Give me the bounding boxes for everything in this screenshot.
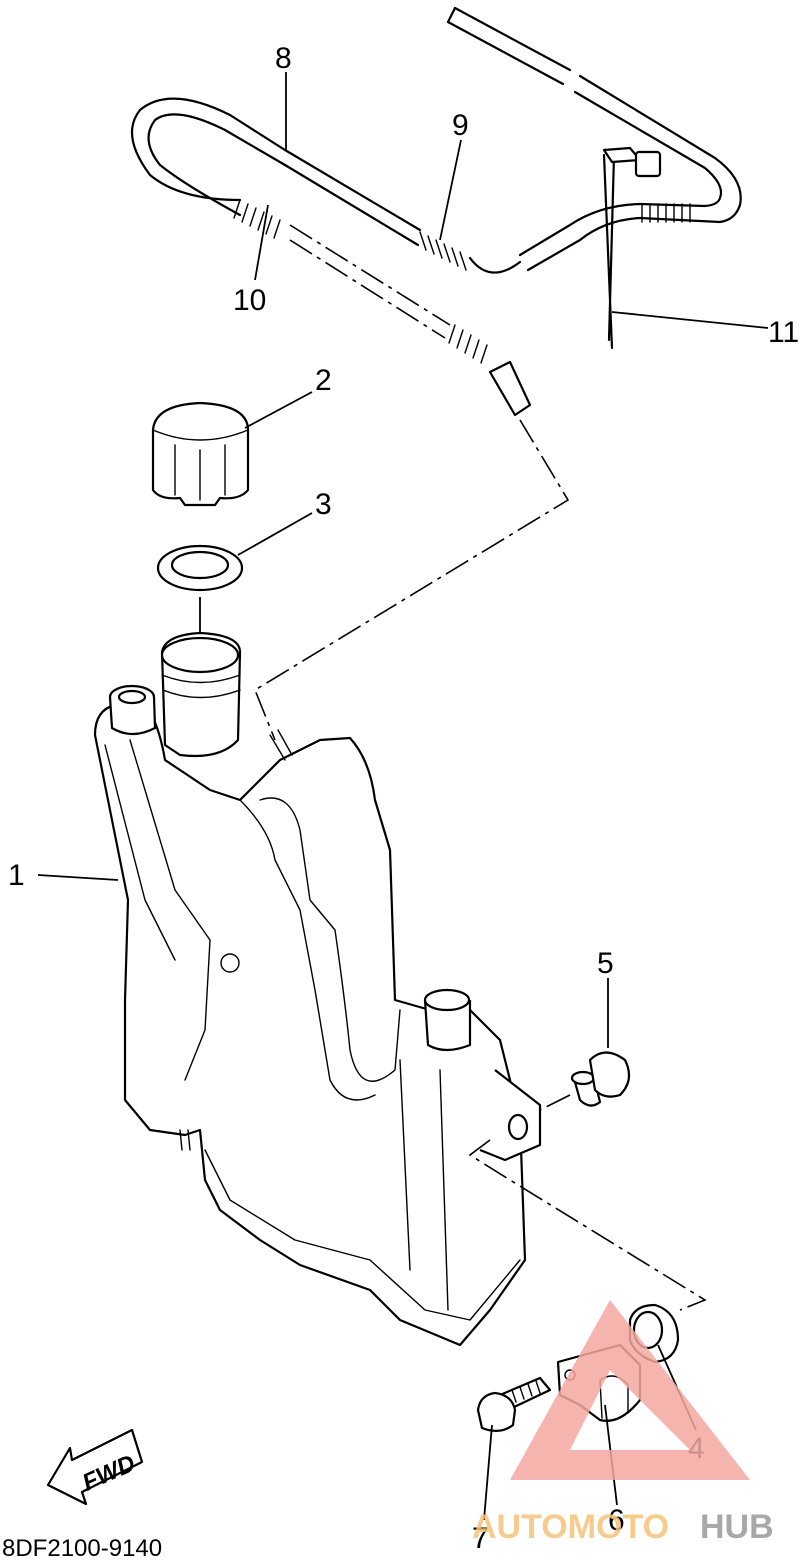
coolant-reservoir-tank-1 [93,631,542,1347]
callout-3: 3 [315,488,332,521]
callout-11: 11 [768,316,799,349]
hose-spring-clips-10 [233,199,532,417]
stay-11 [602,146,662,350]
callout-2: 2 [315,364,332,397]
automotohub-watermark-logo: AUTOMOTO HUB [472,1300,774,1546]
assembly-line-tab-to-damper [468,1139,707,1311]
watermark-triangle [510,1300,750,1480]
callout-8: 8 [275,42,292,75]
gasket-3 [156,544,244,592]
collar-5 [570,1051,631,1107]
overflow-hose-8 [130,6,742,272]
watermark-text-automoto: AUTOMOTO [472,1508,669,1546]
callout-5: 5 [597,947,614,980]
callout-7: 7 [472,1522,489,1555]
diagram-part-number: 8DF2100-9140 [2,1535,162,1562]
callout-6: 6 [608,1504,625,1537]
callout-9: 9 [452,109,469,142]
assembly-line-collar [539,1094,571,1111]
fwd-arrow: FWD [46,1428,144,1506]
callout-10: 10 [233,284,266,317]
bolt-7 [476,1376,552,1432]
callout-labels: 8 9 10 11 2 3 1 5 4 6 7 [8,42,799,1555]
assembly-line-hose-to-tank [254,419,570,741]
watermark-text-hub: HUB [700,1508,774,1546]
radiator-cap-2 [151,401,250,507]
callout-1: 1 [8,859,25,892]
hose-spring-clips-9 [419,203,691,274]
